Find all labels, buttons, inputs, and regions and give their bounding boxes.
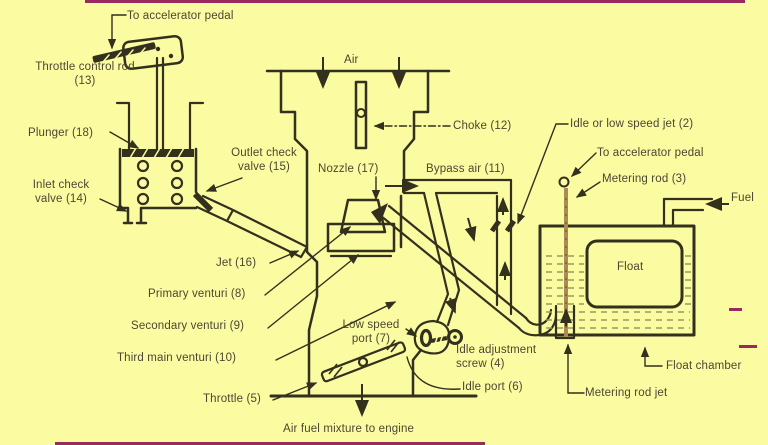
idle-jet-restriction — [489, 219, 517, 233]
label-idle-jet: Idle or low speed jet (2) — [570, 118, 694, 130]
outlet-check-valve — [192, 191, 214, 213]
label-to-accelerator-pedal-top: To accelerator pedal — [127, 10, 234, 22]
pump-delivery-tube — [195, 194, 309, 259]
metering-rod-jet-well — [554, 304, 576, 340]
label-float: Float — [617, 261, 644, 273]
venturi-stack — [326, 198, 396, 258]
label-fuel: Fuel — [731, 192, 754, 204]
idle-port-boss — [413, 319, 451, 355]
label-throttle: Throttle (5) — [203, 393, 262, 405]
choke-plate — [354, 80, 368, 150]
leader-lines — [99, 14, 663, 401]
plunger-bar — [122, 149, 194, 157]
float-chamber — [538, 224, 696, 340]
flow-arrows — [316, 57, 729, 417]
label-choke: Choke (12) — [453, 120, 512, 132]
label-nozzle: Nozzle (17) — [318, 163, 379, 175]
label-air: Air — [344, 54, 359, 66]
fuel-inlet-pipe — [662, 197, 714, 228]
label-air-fuel-mixture: Air fuel mixture to engine — [283, 423, 415, 435]
accelerator-pump — [115, 56, 214, 225]
label-secondary-venturi: Secondary venturi (9) — [131, 320, 245, 332]
label-primary-venturi: Primary venturi (8) — [148, 288, 246, 300]
label-bypass-air: Bypass air (11) — [426, 163, 505, 175]
idle-adjustment-screw — [430, 329, 463, 345]
label-to-accelerator-pedal-right: To accelerator pedal — [597, 147, 704, 159]
nozzle-outlet — [371, 203, 388, 224]
main-fuel-tube — [379, 204, 558, 337]
label-metering-rod: Metering rod (3) — [602, 173, 687, 185]
float-body — [585, 239, 684, 309]
label-jet: Jet (16) — [216, 257, 257, 269]
low-speed-port-hole — [419, 328, 433, 348]
label-third-main-venturi: Third main venturi (10) — [117, 352, 237, 364]
label-plunger: Plunger (18) — [28, 127, 94, 139]
carburetor-body — [265, 69, 478, 398]
metering-rod — [558, 176, 570, 337]
throttle-control-rod — [92, 42, 156, 63]
bypass-channels — [402, 178, 517, 327]
label-throttle-control-rod: Throttle control rod(13) — [35, 61, 135, 88]
label-idle-port: Idle port (6) — [462, 381, 523, 393]
label-metering-rod-jet: Metering rod jet — [585, 387, 668, 399]
label-float-chamber: Float chamber — [666, 360, 742, 372]
scan-borders — [55, 0, 757, 445]
throttle-plate — [320, 339, 407, 383]
pump-holes — [136, 159, 184, 206]
